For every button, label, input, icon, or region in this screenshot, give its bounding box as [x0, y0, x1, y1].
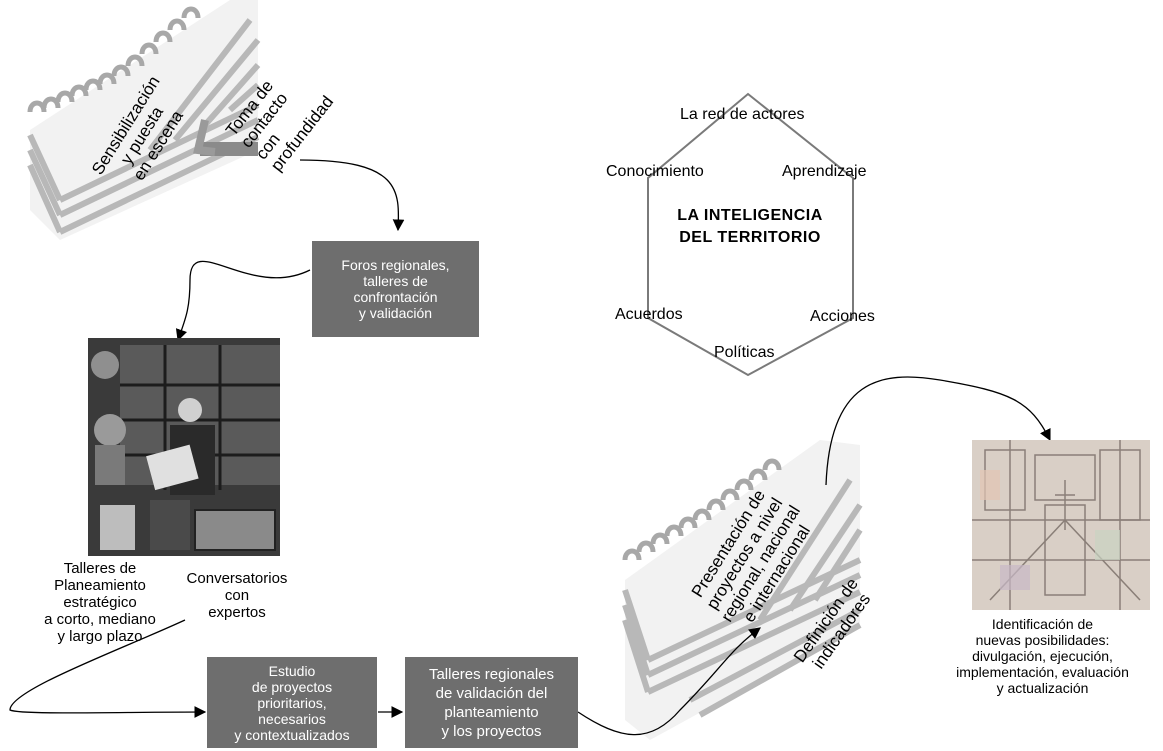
hex-center-line2: DEL TERRITORIO: [679, 229, 821, 246]
workshop-photo: [88, 338, 280, 556]
hex-label-conocimiento: Conocimiento: [606, 163, 704, 180]
hex-label-acuerdos: Acuerdos: [615, 306, 683, 323]
arrow-notebook-to-foros: [299, 159, 405, 232]
foros-regionales-box: Foros regionales, talleres de confrontac…: [312, 241, 479, 337]
hex-label-aprendizaje: Aprendizaje: [782, 163, 867, 180]
talleres-planeamiento-label: Talleres de Planeamiento estratégico a c…: [44, 560, 156, 645]
hex-label-acciones: Acciones: [810, 308, 875, 325]
arrow-talleres-to-notebook: [577, 627, 761, 736]
arrow-to-estudio: [9, 619, 207, 718]
hex-center-title: LA INTELIGENCIA DEL TERRITORIO: [650, 205, 850, 249]
arrow-foros-to-photo: [175, 260, 311, 342]
hex-label-red-actores: La red de actores: [680, 106, 805, 123]
talleres-validacion-box: Talleres regionales de validación del pl…: [405, 657, 578, 748]
identificacion-label: Identificación de nuevas posibilidades: …: [956, 616, 1129, 696]
estudio-proyectos-box: Estudio de proyectos prioritarios, neces…: [207, 657, 377, 748]
abstract-painting: [972, 440, 1150, 610]
hex-center-line1: LA INTELIGENCIA: [677, 207, 823, 224]
hexagon-shape: [647, 92, 854, 377]
conversatorios-label: Conversatorios con expertos: [186, 570, 288, 621]
arrow-notebook-to-painting: [825, 376, 1051, 486]
notebook-top-illustration: [27, 0, 261, 240]
notebook-bottom-illustration: [622, 440, 863, 740]
hex-label-politicas: Políticas: [714, 344, 775, 361]
